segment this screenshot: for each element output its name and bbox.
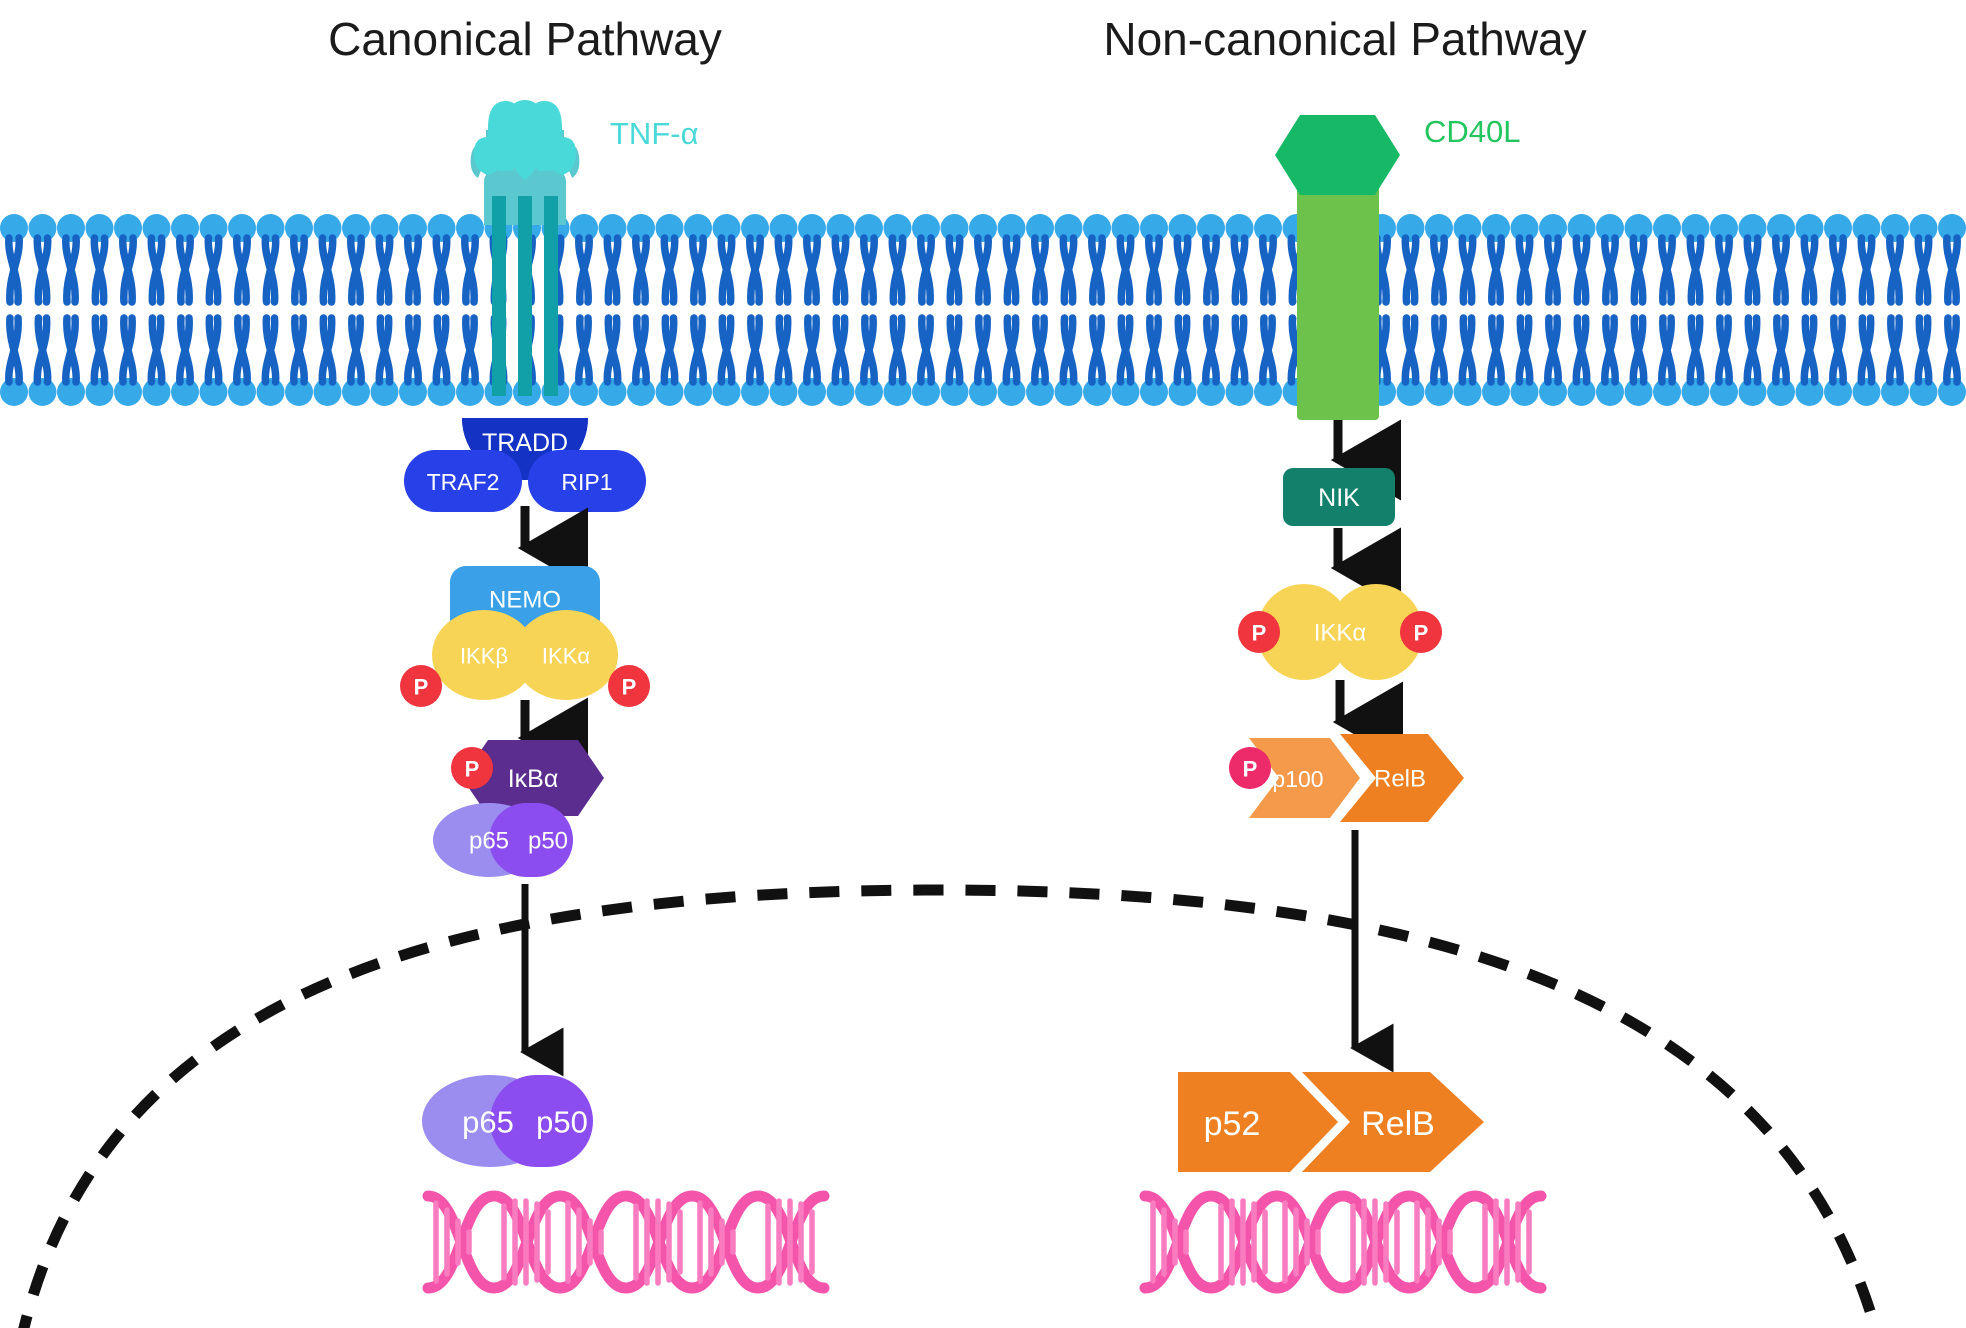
ikk-beta-node: IKKβ — [432, 610, 536, 700]
phospho-ikka: P — [608, 665, 650, 707]
phospho-ikba-label: P — [465, 757, 480, 782]
p52-nucleus-label: p52 — [1204, 1105, 1261, 1143]
p50-cytoplasm-node — [489, 803, 573, 877]
phospho-ikkb: P — [400, 665, 442, 707]
nik-label: NIK — [1318, 484, 1360, 512]
phospho-ikka-label: P — [622, 675, 637, 700]
p50-cytoplasm-label: p50 — [528, 828, 568, 855]
phospho-ikka-left: P — [1238, 611, 1280, 653]
phospho-p100: P — [1229, 747, 1271, 789]
dna-helix-right — [1145, 1196, 1541, 1288]
ikk-alpha-label: IKKα — [542, 644, 590, 669]
plasma-membrane — [0, 214, 1966, 406]
tnf-alpha-label: TNF-α — [610, 116, 699, 151]
tnf-alpha-ligand — [474, 100, 576, 180]
ikka-dimer-label: IKKα — [1314, 620, 1367, 647]
relb-nucleus-label: RelB — [1361, 1105, 1435, 1143]
rip1-label: RIP1 — [561, 469, 612, 495]
p50-nucleus-node — [490, 1075, 593, 1167]
relb-cytoplasm-node: RelB — [1340, 734, 1464, 822]
phospho-ikkb-label: P — [414, 675, 429, 700]
relb-nucleus-node: RelB — [1302, 1072, 1484, 1172]
p65-nucleus-label: p65 — [462, 1105, 514, 1140]
traf2-label: TRAF2 — [427, 469, 500, 495]
dna-helix-left — [428, 1196, 824, 1288]
ikk-alpha-node: IKKα — [514, 610, 618, 700]
ikka-dimer-right — [1329, 584, 1423, 680]
ikba-label: IκBα — [508, 765, 559, 793]
canonical-pathway-title: Canonical Pathway — [328, 13, 722, 65]
cd40-receptor — [1297, 155, 1379, 420]
nuclear-envelope — [18, 884, 1881, 1328]
ikka-dimer-left — [1257, 584, 1351, 680]
noncanonical-pathway-title: Non-canonical Pathway — [1103, 13, 1586, 65]
ikba-node: IκBα — [462, 740, 604, 816]
nik-node: NIK — [1283, 468, 1395, 526]
nemo-label: NEMO — [489, 587, 561, 614]
p50-nucleus-label: p50 — [536, 1105, 588, 1140]
rip1-node: RIP1 — [528, 450, 646, 512]
traf2-node: TRAF2 — [404, 450, 522, 512]
cd40l-ligand — [1275, 115, 1400, 195]
phospho-ikka-left-label: P — [1252, 621, 1267, 646]
phospho-p100-label: P — [1243, 757, 1258, 782]
phospho-ikka-right-label: P — [1414, 621, 1429, 646]
p100-label: p100 — [1272, 766, 1323, 792]
p65-cytoplasm-label: p65 — [469, 828, 509, 855]
phospho-ikba: P — [451, 747, 493, 789]
phospho-ikka-right: P — [1400, 611, 1442, 653]
ikk-beta-label: IKKβ — [460, 644, 508, 669]
cd40l-label: CD40L — [1424, 114, 1521, 149]
relb-cytoplasm-label: RelB — [1374, 766, 1426, 793]
nemo-node: NEMO — [450, 566, 600, 658]
p52-nucleus-node: p52 — [1178, 1072, 1338, 1172]
p100-node: p100 — [1249, 738, 1360, 818]
